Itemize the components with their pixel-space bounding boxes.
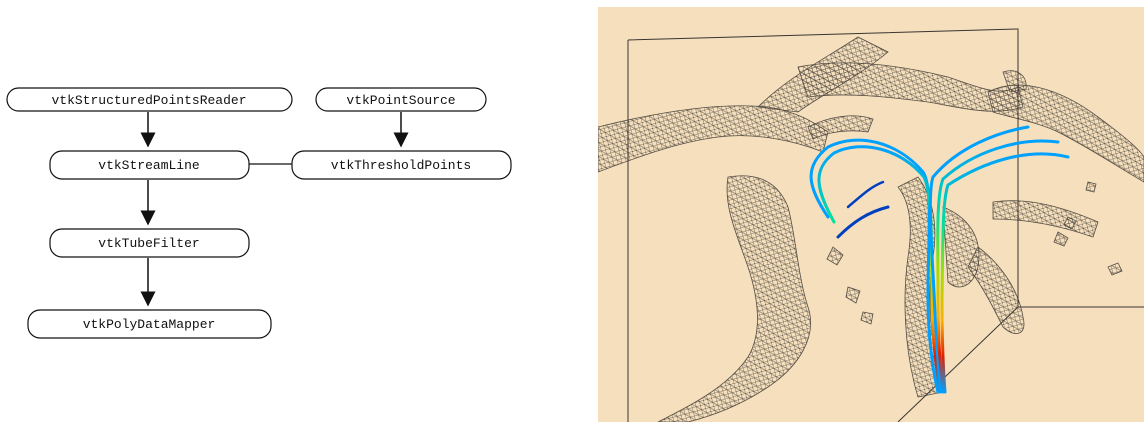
- node-label: vtkThresholdPoints: [331, 158, 471, 173]
- node-label: vtkPointSource: [346, 93, 455, 108]
- node-label: vtkPolyDataMapper: [83, 317, 216, 332]
- vtk-pipeline-diagram: vtkStructuredPointsReader vtkPointSource…: [6, 87, 512, 339]
- node-vtkStructuredPointsReader: vtkStructuredPointsReader: [6, 87, 293, 112]
- node-vtkPointSource: vtkPointSource: [315, 87, 487, 112]
- bounding-box: [627, 28, 1144, 422]
- node-label: vtkStreamLine: [98, 158, 199, 173]
- streamlines: [809, 125, 1070, 394]
- node-vtkThresholdPoints: vtkThresholdPoints: [291, 150, 512, 180]
- vessel-render-canvas: [598, 28, 1144, 422]
- node-vtkTubeFilter: vtkTubeFilter: [49, 228, 250, 258]
- node-vtkPolyDataMapper: vtkPolyDataMapper: [27, 309, 272, 339]
- vessel-mesh: [598, 36, 1144, 422]
- node-label: vtkStructuredPointsReader: [51, 93, 246, 108]
- node-vtkStreamLine: vtkStreamLine: [49, 150, 250, 180]
- node-label: vtkTubeFilter: [98, 236, 199, 251]
- streamline-rendering: [598, 7, 1144, 422]
